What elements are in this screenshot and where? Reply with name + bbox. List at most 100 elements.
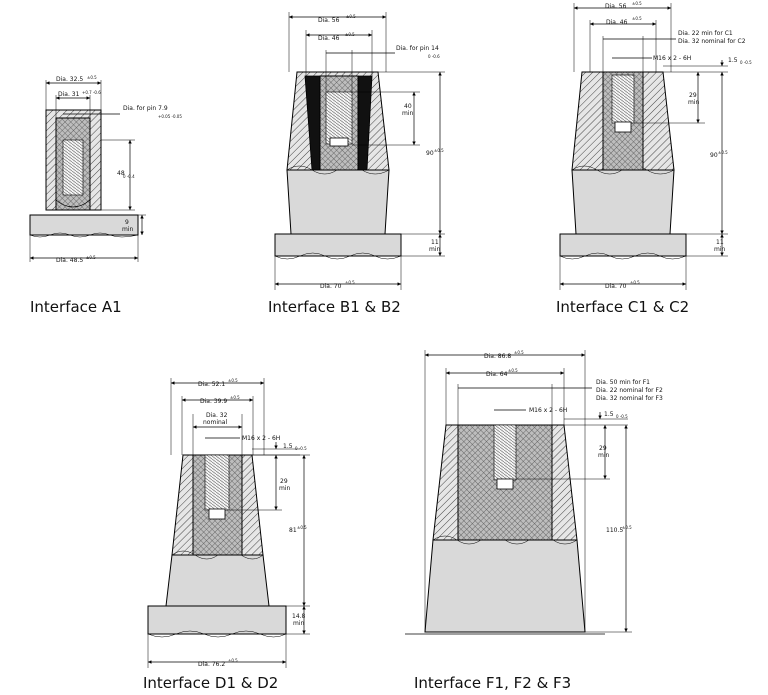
drawing-interface-c1-c2: Dia. 56 ±0.5 Dia. 46 ±0.5 Dia. 22 min fo…	[556, 1, 752, 316]
b-pin-tol: 0 -0.6	[428, 54, 440, 59]
f-dia2-label: Dia. 64	[486, 371, 508, 378]
d-base-flange	[147, 605, 287, 635]
a1-bottom-curve	[55, 199, 91, 208]
d-base-h-unit: min	[293, 620, 305, 627]
b-depth-label: 40	[404, 103, 412, 110]
a1-pin-bore	[62, 139, 84, 196]
d-depth-label: 29	[280, 478, 288, 485]
b-pin-bore	[325, 91, 353, 145]
a1-height-tol: 0 -0.4	[123, 174, 135, 179]
c-note1: Dia. 22 min for C1	[678, 30, 733, 37]
c-chamfer-label: 1.5	[728, 57, 738, 64]
c-dia2-tol: ±0.5	[632, 16, 642, 21]
d-base-h-label: 14.8	[292, 613, 306, 620]
a1-dia1-label: Dia. 32.5	[56, 76, 83, 83]
drawing-interface-f1-f2-f3: Dia. 86.8 ±0.5 Dia. 64 ±0.5 Dia. 50 min …	[405, 350, 663, 692]
f-lower-body	[424, 539, 586, 633]
f-thread-bore	[493, 424, 517, 481]
f-note1: Dia. 50 min for F1	[596, 379, 650, 386]
d-thread-label: M16 x 2 - 6H	[242, 435, 280, 442]
c-note2: Dia. 32 nominal for C2	[678, 38, 746, 45]
f-thread-label: M16 x 2 - 6H	[529, 407, 567, 414]
c-base-tol: ±0.5	[630, 280, 640, 285]
b-depth-unit: min	[402, 110, 414, 117]
c-thread-label: M16 x 2 - 6H	[653, 55, 691, 62]
c-dia2-label: Dia. 46	[606, 19, 628, 26]
c-dia1-label: Dia. 56	[605, 3, 627, 10]
c-thread-bore	[611, 74, 635, 124]
a1-base-tol: ±0.5	[86, 255, 96, 260]
c-base-label: Dia. 70	[605, 283, 627, 290]
d-bore-bottom	[208, 508, 226, 520]
f-dia1-tol: ±0.5	[514, 350, 524, 355]
a1-dia2-label: Dia. 31	[58, 91, 80, 98]
b-base-h-unit: min	[429, 246, 441, 253]
f-bore-bottom	[496, 478, 514, 490]
a1-base-h-unit: min	[122, 226, 134, 233]
a1-base-flange	[29, 214, 139, 236]
b-lower-body	[286, 169, 390, 235]
b-pin-label: Dia. for pin 14	[396, 45, 439, 52]
d-note1: Dia. 32	[206, 412, 228, 419]
c-chamfer-tol: 0 -0.5	[740, 60, 752, 65]
a1-pin-label: Dia. for pin 7.9	[123, 105, 168, 112]
b-base-label: Dia. 70	[320, 283, 342, 290]
d-height-label: 81	[289, 527, 297, 534]
d-lower-body	[165, 554, 270, 607]
f-depth-label: 29	[599, 445, 607, 452]
b-height-label: 90	[426, 150, 434, 157]
d-note2: nominal	[203, 419, 227, 426]
drawing-interface-b1-b2: Dia. 56 ±0.5 Dia. 46 ±0.5 Dia. for pin 1…	[268, 12, 445, 316]
c-dia1-tol: ±0.5	[632, 1, 642, 6]
d-thread-bore	[204, 454, 230, 511]
drawing-interface-d1-d2: Dia. 52.1 ±0.5 Dia. 39.9 ±0.5 Dia. 32 no…	[143, 378, 310, 692]
a1-dia2-tol: +0.7 -0.6	[82, 90, 101, 95]
a1-base-h-label: 9	[125, 219, 129, 226]
b-height-tol: ±0.5	[434, 148, 444, 153]
f-chamfer-label: 1.5	[604, 411, 614, 418]
d-height-tol: ±0.5	[297, 525, 307, 530]
d-base-tol: ±0.5	[228, 658, 238, 663]
d-chamfer-tol: 0 -0.5	[295, 446, 307, 451]
b-base-flange	[274, 233, 402, 257]
d-chamfer-label: 1.5	[283, 443, 293, 450]
b-base-h-label: 11	[431, 239, 439, 246]
a1-caption: Interface A1	[30, 298, 122, 316]
f-depth-unit: min	[598, 452, 610, 459]
c-caption: Interface C1 & C2	[556, 298, 689, 316]
f-dia2-tol: ±0.5	[508, 368, 518, 373]
c-base-flange	[559, 233, 687, 257]
f-height-label: 110.5	[606, 527, 623, 534]
b-dia1-tol: ±0.5	[346, 14, 356, 19]
d-depth-unit: min	[279, 485, 291, 492]
a1-break-line	[29, 232, 139, 238]
c-depth-unit: min	[688, 99, 700, 106]
d-dia2-tol: ±0.5	[230, 395, 240, 400]
b-bore-bottom	[329, 137, 349, 147]
d-dia1-label: Dia. 52.1	[198, 381, 225, 388]
d-caption: Interface D1 & D2	[143, 674, 278, 692]
a1-height-label: 48	[117, 170, 125, 177]
f-note3: Dia. 32 nominal for F3	[596, 395, 663, 402]
b-dia1-label: Dia. 56	[318, 17, 340, 24]
drawing-interface-a1: Dia. 32.5 ±0.5 Dia. 31 +0.7 -0.6 Dia. fo…	[29, 75, 182, 316]
f-caption: Interface F1, F2 & F3	[414, 674, 571, 692]
c-lower-body	[571, 169, 675, 235]
d-dia2-label: Dia. 39.9	[200, 398, 227, 405]
b-dia2-tol: ±0.5	[345, 32, 355, 37]
f-height-tol: ±0.5	[622, 525, 632, 530]
c-base-h-label: 11	[716, 239, 724, 246]
b-break-line	[274, 252, 402, 260]
d-base-label: Dia. 76.2	[198, 661, 225, 668]
c-depth-label: 29	[689, 92, 697, 99]
a1-pin-tol: +0.05 -0.05	[158, 114, 182, 119]
d-break-line	[147, 630, 287, 638]
f-chamfer-tol: 0 -0.5	[616, 414, 628, 419]
a1-base-label: Dia. 48.5	[56, 257, 83, 264]
f-note2: Dia. 22 nominal for F2	[596, 387, 663, 394]
c-height-tol: ±0.5	[718, 150, 728, 155]
c-break-line	[559, 252, 687, 260]
d-dia1-tol: ±0.5	[228, 378, 238, 383]
